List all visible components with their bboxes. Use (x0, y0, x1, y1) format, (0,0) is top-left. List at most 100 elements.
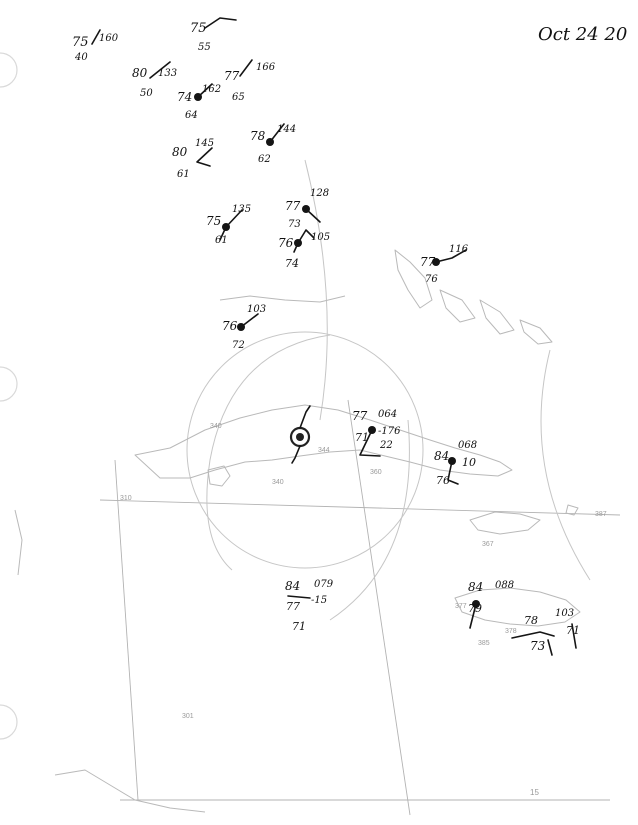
station-temperature: 75 (72, 35, 89, 50)
wind-barb (469, 603, 477, 629)
jamaica-coastline (469, 511, 541, 535)
base-map-labels: 310 340 344 360 377 378 385 387 340 367 … (120, 423, 607, 797)
station-pressure: 088 (495, 580, 514, 591)
wind-barb (305, 208, 321, 223)
bahamas-island (439, 289, 476, 323)
range-arc (304, 159, 328, 421)
station-dewpoint: 40 (74, 52, 88, 63)
base-label: 340 (210, 423, 222, 430)
base-label: 360 (370, 469, 382, 476)
station-plot-2: 75 55 (190, 17, 237, 53)
station-plot-3: 80 133 50 (132, 61, 177, 99)
station-plot-13: 77 064 71 -176 22 (352, 409, 401, 457)
station-pressure: 144 (277, 124, 296, 135)
wind-barb (269, 123, 285, 143)
meridian-line (114, 459, 139, 801)
station-temperature: 84 (285, 579, 300, 593)
base-label: 367 (482, 541, 494, 548)
base-label: 310 (120, 495, 132, 502)
station-plot-14: 84 068 76 10 (434, 440, 477, 487)
station-temperature: 75 (190, 21, 207, 36)
base-label: 301 (182, 713, 194, 720)
station-temperature: 84 (434, 449, 449, 463)
station-pressure: 103 (555, 608, 574, 619)
station-temperature: 76 (278, 236, 294, 250)
meridian-line (347, 399, 411, 816)
station-dewpoint: 72 (232, 340, 245, 351)
map-grid (99, 399, 621, 816)
hispaniola-coastline (454, 587, 581, 627)
station-temperature: 77 (352, 409, 368, 423)
station-pressure: 133 (158, 68, 177, 79)
base-label: 344 (318, 447, 330, 454)
station-dewpoint: 65 (232, 92, 245, 103)
wind-barb (91, 29, 101, 45)
storm-center (296, 433, 304, 441)
station-pressure: 145 (195, 138, 214, 149)
range-circle (186, 331, 424, 569)
station-temperature: 80 (132, 66, 148, 80)
wind-barb (197, 83, 213, 98)
station-temperature: 84 (468, 580, 483, 594)
binder-hole-middle (0, 366, 18, 402)
station-temperature: 76 (222, 319, 238, 333)
station-pressure: 128 (310, 188, 329, 199)
bahamas-island (394, 249, 433, 309)
wind-barb (293, 229, 315, 253)
range-arc (329, 419, 410, 621)
binder-hole-bottom (0, 704, 18, 740)
wind-barb (204, 17, 237, 29)
hurricane-symbol (289, 405, 311, 464)
station-tendency: -15 (311, 595, 327, 606)
bahamas-island (479, 299, 515, 335)
range-arcs (186, 159, 591, 621)
storm-arm (291, 445, 301, 464)
station-temperature: 77 (420, 255, 436, 269)
wind-barb (239, 59, 253, 77)
station-plot-6: 80 145 61 (172, 138, 214, 180)
isle-of-youth (207, 465, 231, 487)
station-temperature: 75 (206, 214, 221, 228)
station-pressure: 166 (256, 62, 276, 73)
binder-hole-top (0, 52, 18, 88)
wind-barb (571, 623, 577, 649)
range-arc (540, 349, 591, 581)
wind-barb (511, 631, 555, 656)
station-extra: 22 (379, 440, 393, 451)
station-pressure: 079 (314, 579, 334, 590)
wind-barb (359, 429, 381, 457)
station-plot-7: 78 144 62 (250, 123, 296, 165)
storm-arm (299, 405, 311, 429)
yucatan-coastline (14, 509, 23, 576)
base-label: 15 (530, 788, 539, 797)
station-plot-12: 76 103 72 (222, 304, 266, 351)
station-plot-8: 75 135 61 (206, 204, 251, 246)
station-dewpoint: 73 (288, 219, 301, 230)
base-label: 340 (272, 479, 284, 486)
station-pressure: 162 (202, 84, 221, 95)
station-temperature: 77 (285, 199, 301, 213)
base-label: 378 (505, 628, 517, 635)
wind-barb (196, 147, 213, 167)
florida-keys (219, 295, 346, 303)
coastlines (14, 249, 581, 813)
station-pressure: 064 (378, 409, 397, 420)
station-pressure: 105 (311, 232, 330, 243)
small-island (565, 504, 579, 516)
station-dewpoint: 55 (198, 42, 211, 53)
wind-barb (447, 460, 459, 485)
base-label: 377 (455, 603, 467, 610)
date-note: Oct 24 20 (538, 24, 627, 45)
station-pressure: 116 (449, 244, 469, 255)
base-label: 387 (595, 511, 607, 518)
station-dewpoint: 74 (285, 257, 299, 270)
central-america-coastline (54, 769, 206, 813)
station-plot-1: 75 160 40 (72, 29, 119, 63)
station-plot-4: 77 166 65 (224, 59, 276, 103)
wind-barb (149, 61, 171, 79)
station-dewpoint: 61 (177, 169, 190, 180)
station-pressure: 160 (99, 33, 119, 44)
station-temperature: 77 (224, 69, 240, 83)
station-plot-18: 73 (511, 631, 555, 656)
